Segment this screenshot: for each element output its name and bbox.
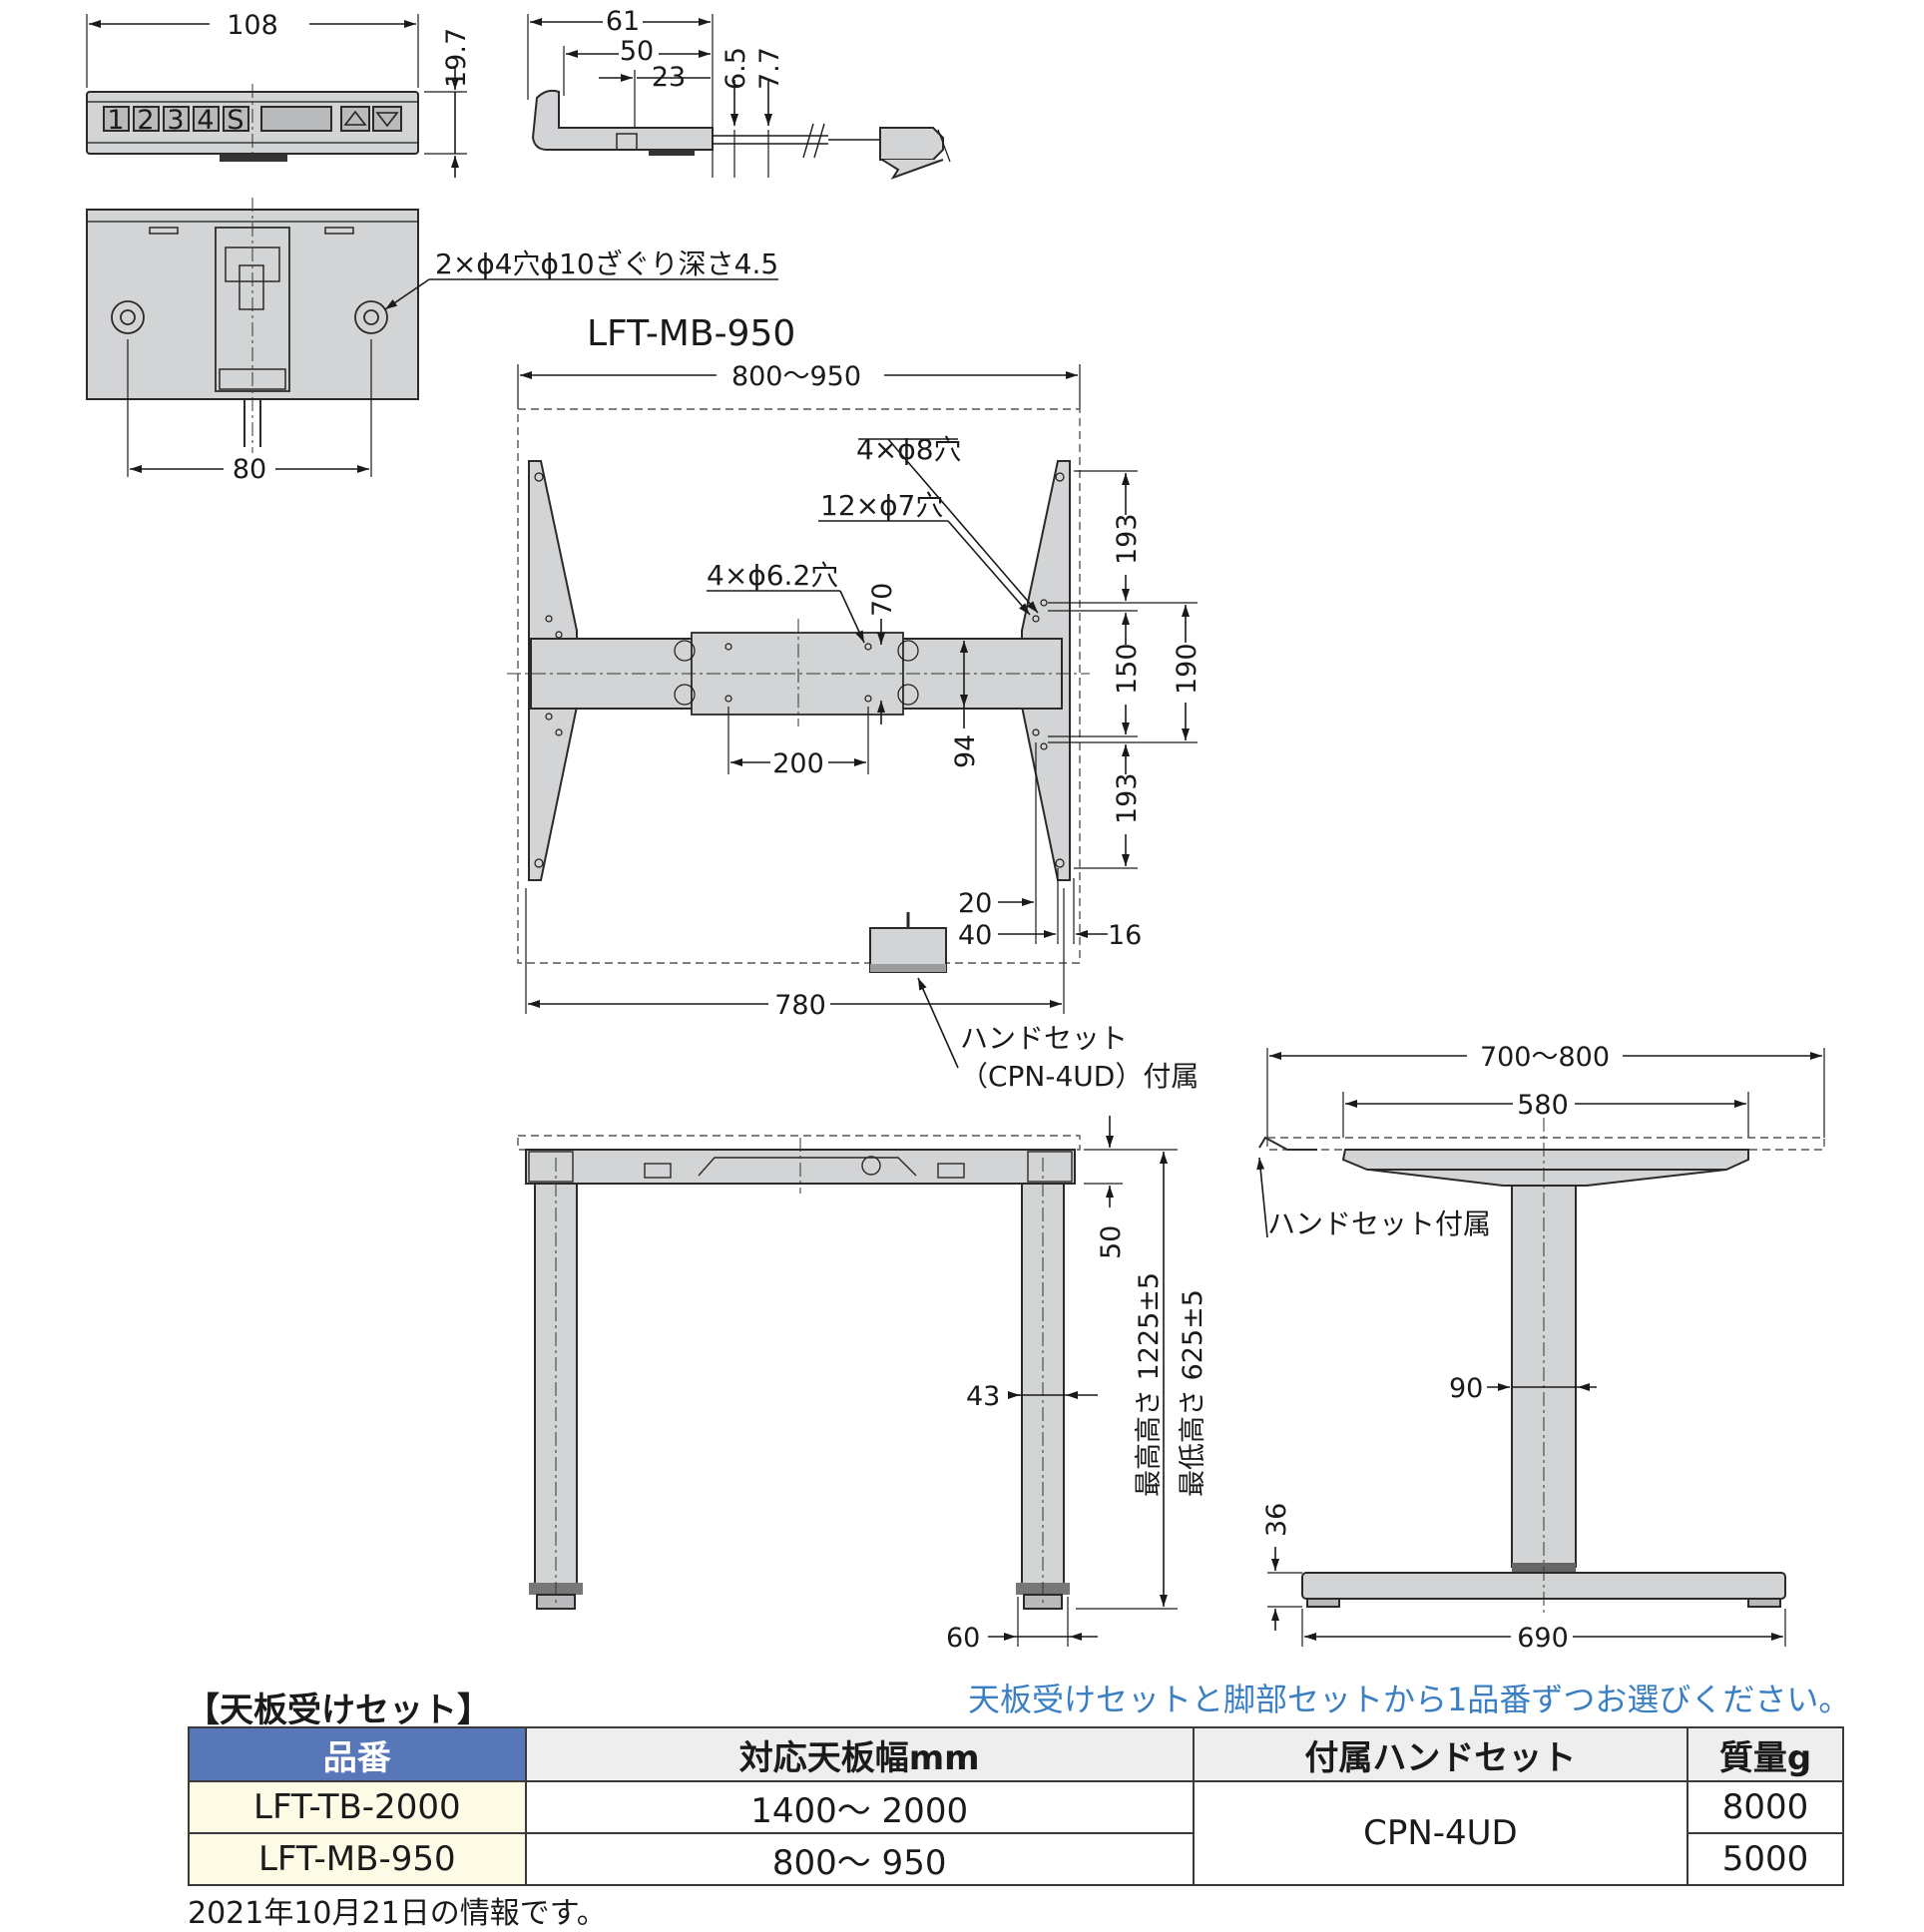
min-height-label: 最低高さ 625±5	[1178, 1289, 1208, 1497]
spec-table: 品番 対応天板幅mm 付属ハンドセット 質量g LFT-TB-2000 1400…	[188, 1726, 1844, 1886]
dim-580: 580	[1517, 1090, 1569, 1121]
keypad-buttons: 1 2 3 4 S	[103, 105, 402, 136]
handset-top-view: 108 1 2 3 4 S 19.7	[86, 10, 472, 178]
button-1-label: 1	[107, 105, 124, 136]
dim-side-range: 700〜800	[1480, 1042, 1610, 1073]
button-4-label: 4	[197, 105, 214, 136]
dim-16: 16	[1108, 920, 1142, 951]
handset-bottom-view: 2×ϕ4穴ϕ10ざぐり深さ4.5 80	[86, 198, 778, 485]
row-model: LFT-MB-950	[188, 1832, 527, 1886]
side-handset-note: ハンドセット付属	[1267, 1208, 1491, 1240]
dim-780: 780	[774, 990, 826, 1021]
header-model: 品番	[188, 1726, 527, 1782]
dim-width-range: 800〜950	[731, 361, 861, 392]
counterbore-hole-left	[111, 300, 145, 334]
dim-50: 50	[620, 36, 654, 67]
dim-150: 150	[1112, 643, 1143, 695]
row-mass: 5000	[1686, 1832, 1844, 1886]
dim-43: 43	[966, 1381, 1000, 1412]
date-note: 2021年10月21日の情報です。	[188, 1896, 607, 1931]
row-handset: CPN-4UD	[1192, 1780, 1689, 1886]
up-arrow-icon	[340, 106, 370, 132]
button-s-label: S	[227, 105, 243, 136]
side-view: 700〜800 580 ハンドセット付属 90 36 690	[1256, 1040, 1825, 1654]
dim-193-top: 193	[1112, 513, 1143, 565]
holes-6-2-label: 4×ϕ6.2穴	[707, 559, 838, 592]
holes-7-label: 12×ϕ7穴	[820, 489, 943, 522]
row-width: 800〜 950	[524, 1832, 1195, 1886]
holes-8-label: 4×ϕ8穴	[856, 433, 962, 466]
dim-70: 70	[867, 583, 898, 617]
front-view: 50 最高高さ 1225±5 最低高さ 625±5 43 60	[517, 1116, 1208, 1654]
dim-190: 190	[1172, 643, 1202, 695]
dim-80: 80	[233, 454, 266, 485]
dim-690: 690	[1517, 1623, 1569, 1654]
handset-side-view: 61 50 23 6.5 7.7	[527, 6, 951, 180]
dim-60: 60	[946, 1623, 980, 1654]
dim-36: 36	[1261, 1503, 1292, 1537]
dim-94: 94	[950, 734, 981, 768]
table-header-row: 品番 対応天板幅mm 付属ハンドセット 質量g	[188, 1726, 1844, 1782]
dim-193-bottom: 193	[1112, 772, 1143, 824]
dim-61: 61	[606, 6, 640, 37]
dim-20: 20	[958, 888, 992, 919]
dim-40: 40	[958, 920, 992, 951]
dim-108: 108	[227, 10, 278, 41]
row-width: 1400〜 2000	[524, 1780, 1195, 1834]
button-2-label: 2	[137, 105, 154, 136]
table-title: 【天板受けセット】	[186, 1690, 491, 1730]
button-3-label: 3	[167, 105, 184, 136]
plan-model-label: LFT-MB-950	[587, 313, 795, 354]
table-row: LFT-TB-2000 1400〜 2000 CPN-4UD 8000	[188, 1780, 1844, 1886]
header-mass: 質量g	[1686, 1726, 1844, 1782]
down-arrow-icon	[372, 106, 402, 132]
counterbore-hole-right	[354, 300, 388, 334]
dim-19-7: 19.7	[441, 28, 472, 88]
row-mass: 8000	[1686, 1780, 1844, 1834]
max-height-label: 最高高さ 1225±5	[1134, 1272, 1165, 1497]
dim-front-50: 50	[1096, 1225, 1127, 1259]
header-handset: 付属ハンドセット	[1192, 1726, 1689, 1782]
selection-note: 天板受けセットと脚部セットから1品番ずつお選びください。	[968, 1681, 1851, 1718]
handset-note-1: ハンドセット	[960, 1022, 1128, 1055]
row-model: LFT-TB-2000	[188, 1780, 527, 1834]
table-row: LFT-MB-950 800〜 950 5000	[188, 1832, 1844, 1886]
header-width: 対応天板幅mm	[524, 1726, 1195, 1782]
dim-7-7: 7.7	[754, 47, 785, 90]
plan-view: LFT-MB-950 800〜950 4×ϕ8穴 12×ϕ7穴 4×ϕ6.2穴	[507, 313, 1202, 1093]
side-top-bracket	[1341, 1149, 1749, 1171]
dim-6-5: 6.5	[721, 47, 751, 90]
dim-90: 90	[1449, 1373, 1483, 1404]
hole-spec-note: 2×ϕ4穴ϕ10ざぐり深さ4.5	[435, 247, 778, 280]
dim-23: 23	[652, 62, 686, 93]
dim-200: 200	[772, 748, 824, 779]
handset-note-2: （CPN-4UD）付属	[960, 1060, 1199, 1093]
